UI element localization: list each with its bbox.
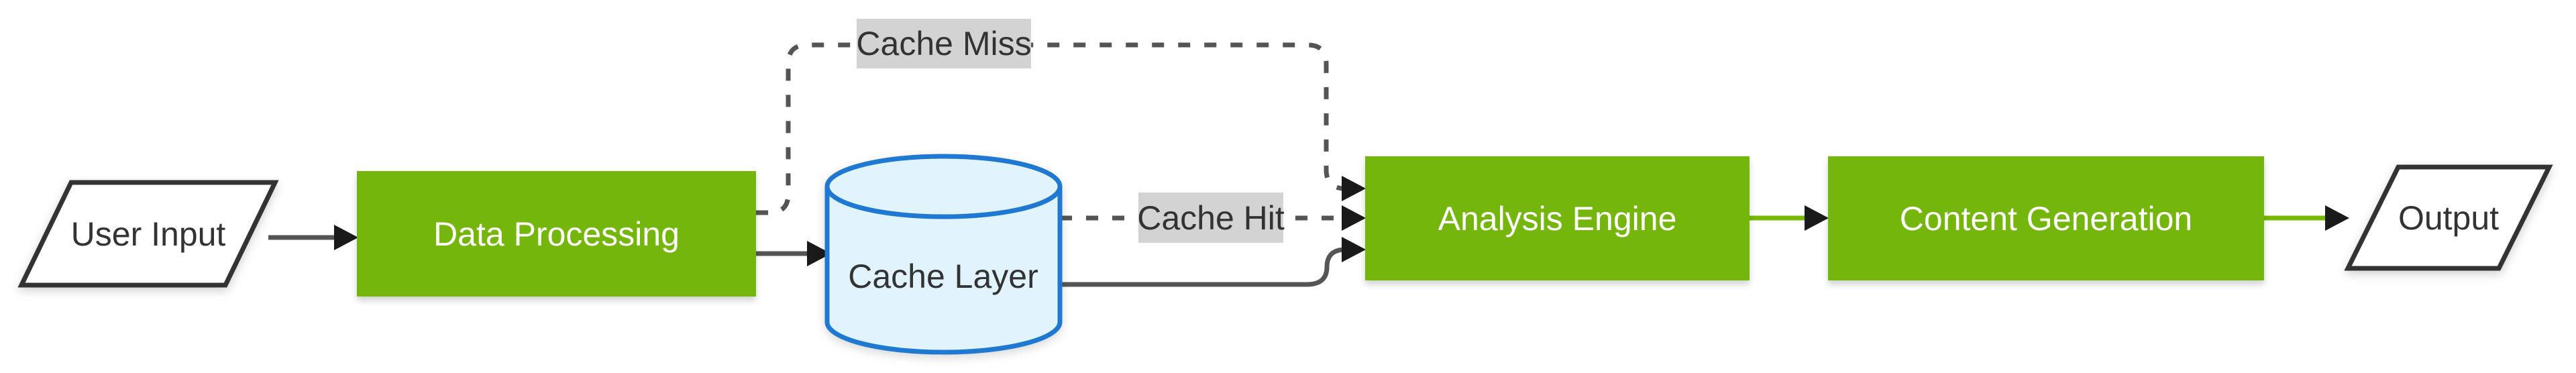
node-data-processing: Data Processing [357,171,756,297]
user-input-parallelogram-shape [17,180,279,288]
node-output-label: Output [2398,199,2500,237]
output-parallelogram-shape [2344,164,2553,271]
node-cache-layer-label: Cache Layer [848,258,1038,295]
node-user-input-label: User Input [70,215,226,253]
cache-layer-cylinder-shape [824,154,1063,355]
arrowhead-solid-into-analysis-engine [1342,237,1366,262]
edge-cache-layer-to-analysis-engine [1060,247,1347,287]
edge-label-cache-miss: Cache Miss [856,19,1032,68]
node-analysis-engine: Analysis Engine [1365,156,1750,280]
arrowhead-into-content-generation [1805,205,1829,231]
node-content-generation: Content Generation [1828,156,2264,280]
arrowhead-cache-hit-into-analysis-engine [1342,205,1366,231]
edge-cache-miss [756,42,1347,215]
arrowhead-into-cache-layer [807,241,831,266]
cache-layer-cylinder-rim [824,186,1063,219]
arrowhead-into-output [2325,205,2349,231]
edge-label-cache-hit: Cache Hit [1137,193,1285,243]
arrowhead-into-data-processing [334,225,358,250]
arrowhead-cache-miss-into-analysis-engine [1342,176,1366,201]
